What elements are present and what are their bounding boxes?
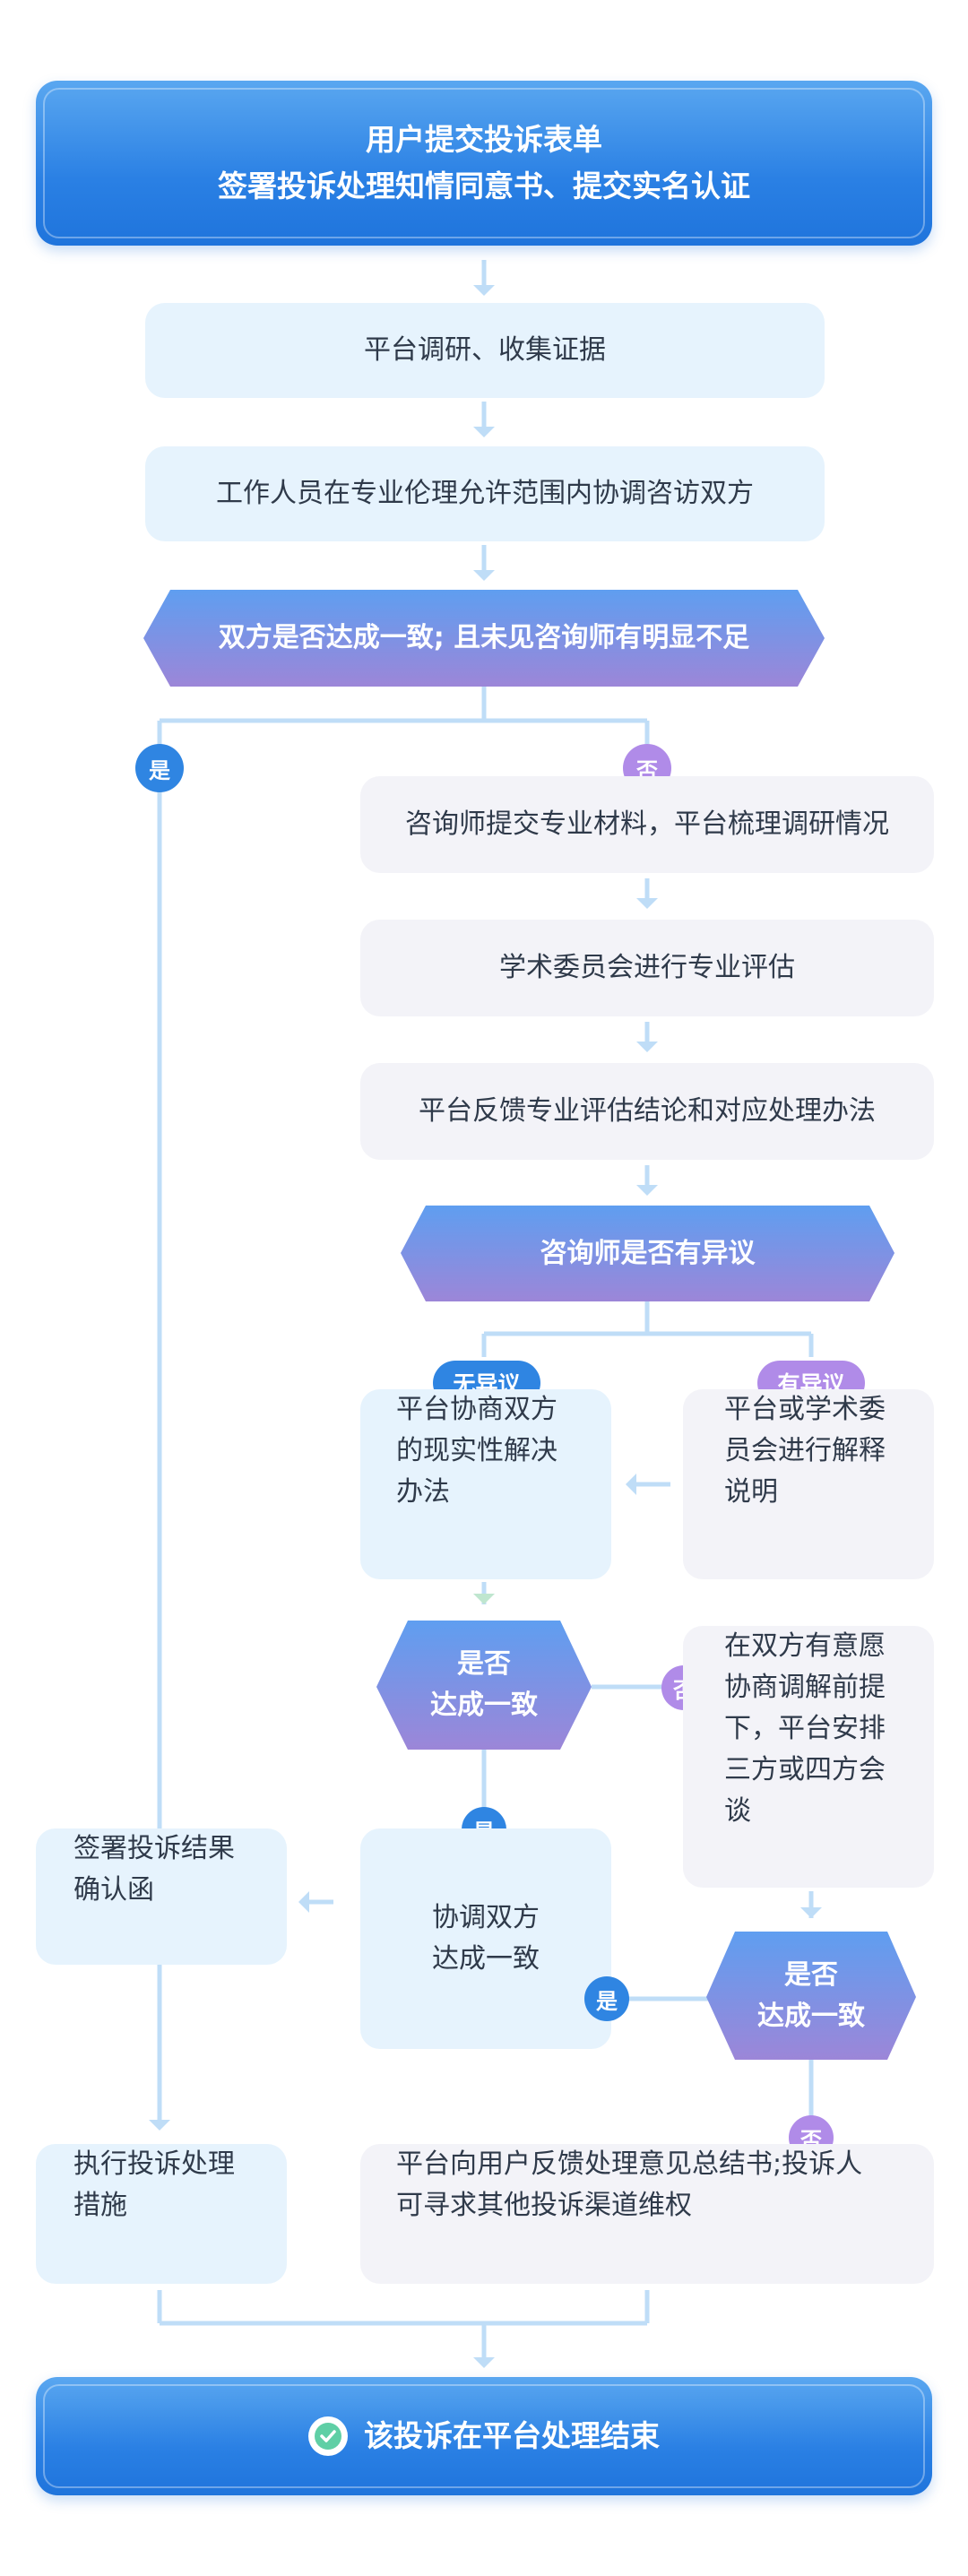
- step-explain: 平台或学术委 员会进行解释 说明: [683, 1389, 934, 1579]
- practical-line2: 的现实性解决: [396, 1435, 557, 1466]
- step-committee-eval-label: 学术委员会进行专业评估: [499, 952, 795, 983]
- arrow-down-icon: [473, 1594, 495, 1604]
- explain-line2: 员会进行解释: [724, 1435, 886, 1466]
- step-confirm: 签署投诉结果 确认函: [36, 1828, 287, 1965]
- step-submit-material-label: 咨询师提交专业材料，平台梳理调研情况: [405, 808, 889, 840]
- step-agree: 协调双方 达成一致: [360, 1828, 611, 2049]
- decision-hexagon-3: [376, 1621, 592, 1750]
- decision2-label: 咨询师是否有异议: [540, 1238, 756, 1269]
- arrow-down-icon: [473, 427, 495, 437]
- end-title-box: 该投诉在平台处理结束: [36, 2377, 932, 2495]
- start-title-line2: 签署投诉处理知情同意书、提交实名认证: [218, 169, 750, 203]
- practical-line1: 平台协商双方: [396, 1394, 557, 1425]
- decision4-label: 是否 达成一致: [706, 1932, 916, 2060]
- decision3-line1: 是否: [457, 1648, 511, 1680]
- meeting-line4: 三方或四方会: [724, 1754, 886, 1785]
- confirm-line2: 确认函: [73, 1874, 154, 1906]
- summary-line2: 可寻求其他投诉渠道维权: [396, 2190, 692, 2221]
- decision-hexagon-2: [401, 1206, 895, 1301]
- step-execute: 执行投诉处理 措施: [36, 2144, 287, 2284]
- confirm-line1: 签署投诉结果: [73, 1833, 235, 1864]
- start-title-box: 用户提交投诉表单 签署投诉处理知情同意书、提交实名认证: [36, 81, 932, 246]
- arrow-left-icon: [626, 1474, 636, 1495]
- summary-line1: 平台向用户反馈处理意见总结书;投诉人: [396, 2148, 863, 2180]
- step-research: 平台调研、收集证据: [145, 303, 825, 398]
- agree-line1: 协调双方: [432, 1902, 540, 1933]
- execute-line1: 执行投诉处理: [73, 2148, 235, 2180]
- arrow-heads: [149, 285, 822, 2368]
- arrow-down-icon: [473, 2357, 495, 2368]
- arrow-down-icon: [473, 285, 495, 296]
- decision-hexagon-1: [143, 590, 825, 687]
- connector-lines: [157, 260, 814, 2357]
- arrow-down-icon: [636, 1042, 658, 1052]
- decision4-line1: 是否: [784, 1958, 838, 1991]
- step-summary: 平台向用户反馈处理意见总结书;投诉人 可寻求其他投诉渠道维权: [360, 2144, 934, 2284]
- yes-badge: 是: [135, 744, 184, 792]
- meeting-line2: 协商调解前提: [724, 1672, 886, 1703]
- arrow-left-icon: [298, 1891, 309, 1913]
- meeting-line5: 谈: [724, 1795, 751, 1827]
- step-submit-material: 咨询师提交专业材料，平台梳理调研情况: [360, 776, 934, 873]
- step-mediate: 工作人员在专业伦理允许范围内协调咨访双方: [145, 446, 825, 541]
- step-mediate-label: 工作人员在专业伦理允许范围内协调咨访双方: [216, 478, 754, 509]
- decision1-label: 双方是否达成一致; 且未见咨询师有明显不足: [218, 622, 750, 653]
- step-feedback: 平台反馈专业评估结论和对应处理办法: [360, 1063, 934, 1160]
- decision-hexagon-4: [706, 1932, 916, 2060]
- decision3-line2: 达成一致: [430, 1690, 538, 1721]
- decision4-line2: 达成一致: [757, 2000, 865, 2032]
- decision3-label: 是否 达成一致: [376, 1621, 592, 1750]
- meeting-line3: 下，平台安排: [724, 1713, 886, 1744]
- step-meeting: 在双方有意愿 协商调解前提 下，平台安排 三方或四方会 谈: [683, 1626, 934, 1888]
- explain-line1: 平台或学术委: [724, 1394, 886, 1425]
- arrow-down-icon: [636, 898, 658, 909]
- practical-line3: 办法: [396, 1476, 450, 1508]
- meeting-line1: 在双方有意愿: [724, 1630, 886, 1662]
- step-feedback-label: 平台反馈专业评估结论和对应处理办法: [419, 1095, 876, 1127]
- arrow-down-icon: [800, 1907, 822, 1918]
- explain-line3: 说明: [724, 1476, 778, 1508]
- arrow-down-icon: [636, 1185, 658, 1196]
- decision4-yes-badge: 是: [584, 1976, 629, 2021]
- step-practical-solution: 平台协商双方 的现实性解决 办法: [360, 1389, 611, 1579]
- end-title-text: 该投诉在平台处理结束: [364, 2418, 660, 2453]
- check-circle-icon: [308, 2416, 348, 2456]
- execute-line2: 措施: [73, 2190, 127, 2221]
- arrow-down-icon: [149, 2120, 170, 2131]
- step-research-label: 平台调研、收集证据: [364, 334, 606, 366]
- start-title-line1: 用户提交投诉表单: [366, 122, 602, 157]
- arrow-down-icon: [473, 570, 495, 581]
- agree-line2: 达成一致: [432, 1943, 540, 1975]
- step-committee-eval: 学术委员会进行专业评估: [360, 920, 934, 1016]
